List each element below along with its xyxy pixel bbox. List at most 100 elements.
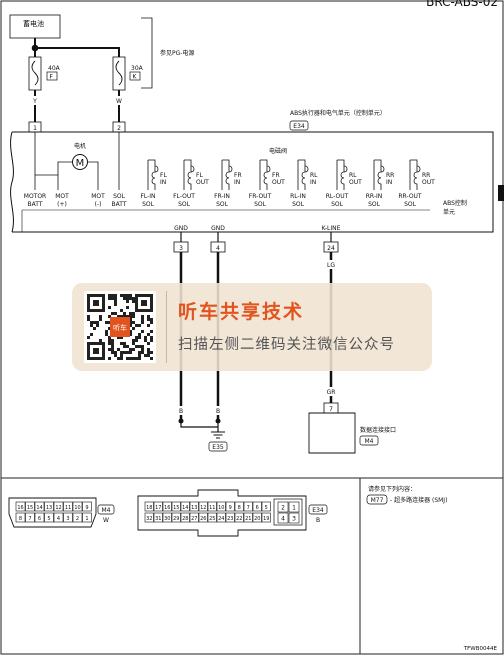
kline-wire-color: LG [327,262,335,269]
e34-pin: 14 [182,505,188,511]
terminal-label-2: SOL [254,201,267,208]
e34-pin: 18 [146,505,152,511]
e34-pin: 9 [229,505,232,511]
reference-title: 请参见下列内容： [368,485,416,493]
pin-2: 2 [112,121,126,133]
m4-pin: 13 [46,505,52,511]
e34-pin: 2 [281,505,285,512]
battery-label: 蓄电池 [23,19,44,28]
e34-pin: 3 [292,516,296,523]
motor-circuit [34,132,99,190]
data-link-box [308,412,356,454]
e34-code: E34 [312,507,324,514]
valve-label-1: RL [310,172,318,179]
m4-code: M4 [102,507,111,514]
battery-bus [34,47,120,57]
terminal-label-2: SOL [292,201,305,208]
e34-pin: 23 [227,516,233,522]
valve-label-2: OUT [422,179,435,186]
terminal-label-2: SOL [142,201,155,208]
bottom-pin-name: K-LINE [322,225,341,232]
m4-pin: 1 [85,516,88,522]
e34-pin: 1 [292,505,296,512]
m4-pin: 8 [19,516,22,522]
valve-label-1: RR [422,172,430,179]
m4-pin: 15 [27,505,33,511]
gnd-wire-a-color: B [179,408,183,415]
abs-control-label-2: 单元 [443,208,455,216]
m4-pin: 4 [57,516,60,522]
e34-pin: 10 [218,505,224,511]
valve-label-2: IN [310,179,316,186]
m4-color: W [103,517,109,524]
terminal-label-1: FR-OUT [249,193,272,200]
unit-connector: E34 [293,123,305,130]
valve-label-2: IN [386,179,392,186]
terminal-mot--: MOT(-) [91,193,105,208]
e34-pin: 21 [245,516,251,522]
terminal-label-2: SOL [331,201,344,208]
bottom-pin-name: GND [211,225,225,232]
terminal-label-2: SOL [404,201,417,208]
terminal-label-1: MOT [91,193,105,200]
fuse-right: 30A K [112,56,144,91]
watermark-title: 听车共享技术 [178,301,305,323]
e34-pin: 6 [256,505,259,511]
terminal-label-1: FL-IN [140,193,155,200]
terminal-label-1: MOTOR [24,193,46,200]
motor-symbol [72,154,88,170]
terminal-label-1: RL-OUT [326,193,349,200]
m4-pin: 5 [47,516,50,522]
bottom-pin-number: 24 [327,245,335,252]
page-edge-tab [498,185,504,201]
data-link-connector: M4 [365,438,374,445]
m4-pin: 9 [85,505,88,511]
e34-pin: 30 [164,516,170,522]
e34-pin: 13 [191,505,197,511]
e34-pin: 26 [200,516,206,522]
e34-pin: 29 [173,516,179,522]
unit-inner-frame [21,209,430,232]
e34-pin: 5 [265,505,268,511]
e34-pin: 27 [191,516,197,522]
fuse-left-letter: F [50,74,54,81]
header-code: BRC-ABS-02 [426,0,498,9]
e34-pin: 20 [254,516,260,522]
fuse-left-rating: 40A [48,65,61,72]
terminal-label-2: (+) [57,201,67,208]
valve-label-1: RL [349,172,357,179]
unit-terminals: MOTORBATTMOT(+)MOT(-)SOLBATTFL-INSOLFL-O… [21,193,430,232]
valve-label-1: RR [386,172,394,179]
qr-code-icon: 听车 [84,291,156,363]
terminal-label-1: RL-IN [290,193,306,200]
bottom-pin-number: 3 [179,245,183,252]
svg-text:1: 1 [33,125,37,132]
m4-pin: 7 [28,516,31,522]
e34-color: B [316,517,320,524]
qr-badge: 听车 [113,323,127,332]
e34-pin: 15 [173,505,179,511]
terminal-label-1: RR-IN [366,193,383,200]
m4-pin: 16 [17,505,23,511]
terminal-label-1: FR-IN [214,193,230,200]
m4-pin: 3 [66,516,69,522]
bottom-pin-name: GND [174,225,188,232]
valve-label-1: FL [196,172,203,179]
terminal-label-2: SOL [216,201,229,208]
data-link-label: 数据连接接口 [360,426,396,434]
valve-label-2: OUT [349,179,362,186]
pin-1: 1 [28,121,42,133]
ground-connector: E35 [212,444,224,451]
